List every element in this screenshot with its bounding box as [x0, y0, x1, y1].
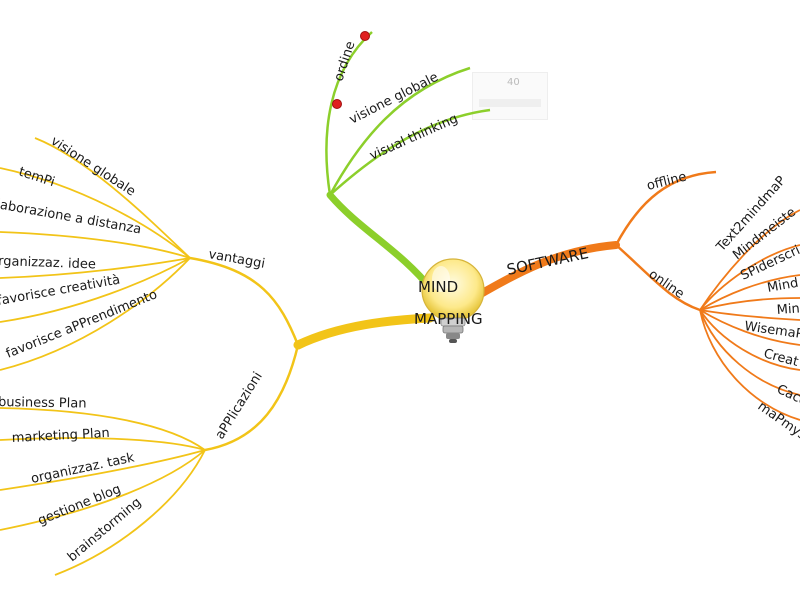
online-item: maPmyse: [755, 399, 800, 448]
online-item: Min: [776, 301, 800, 318]
top-branch: ordine visione globale visual thinking: [326, 32, 490, 291]
vantaggi-item: laborazione a distanza: [0, 197, 142, 237]
vantaggi-item: rganizzaz. idee: [0, 254, 96, 272]
vantaggi-item: temPi: [17, 165, 57, 191]
lightbulb-icon: [422, 259, 484, 343]
vantaggi-label: vantaggi: [207, 247, 266, 272]
visione-dot-icon: [333, 100, 342, 109]
center-title-line-1: MIND: [418, 278, 458, 296]
online-label: online: [646, 267, 687, 302]
top-item-ordine: ordine: [332, 39, 359, 83]
offline-label: offline: [645, 170, 688, 194]
top-branch-trunk: [330, 195, 432, 290]
top-item-visual-thinking: visual thinking: [368, 111, 461, 163]
applicazioni-item: marketing Plan: [11, 426, 110, 446]
left-trunk: [298, 318, 430, 345]
ordine-dot-icon: [361, 32, 370, 41]
applicazioni-item: organizzaz. task: [30, 450, 136, 487]
applicazioni-item: business Plan: [0, 395, 87, 412]
vantaggi-line: [190, 258, 298, 345]
center-title-line-2: MAPPING: [414, 310, 483, 328]
online-item: Mind: [766, 276, 799, 296]
applicazioni-label: aPPlicazioni: [213, 370, 266, 443]
vantaggi-item: visione globale: [48, 134, 138, 200]
online-item: Caco: [774, 382, 800, 409]
left-branch: vantaggi aPPlicazioni visione globale te…: [0, 134, 430, 575]
software-label: SOFTWARE: [505, 244, 590, 279]
online-item: WisemaP: [743, 319, 800, 342]
software-branch: SOFTWARE offline online Text2mindmaP Min…: [462, 170, 800, 448]
top-item-visione-globale: visione globale: [347, 70, 441, 128]
